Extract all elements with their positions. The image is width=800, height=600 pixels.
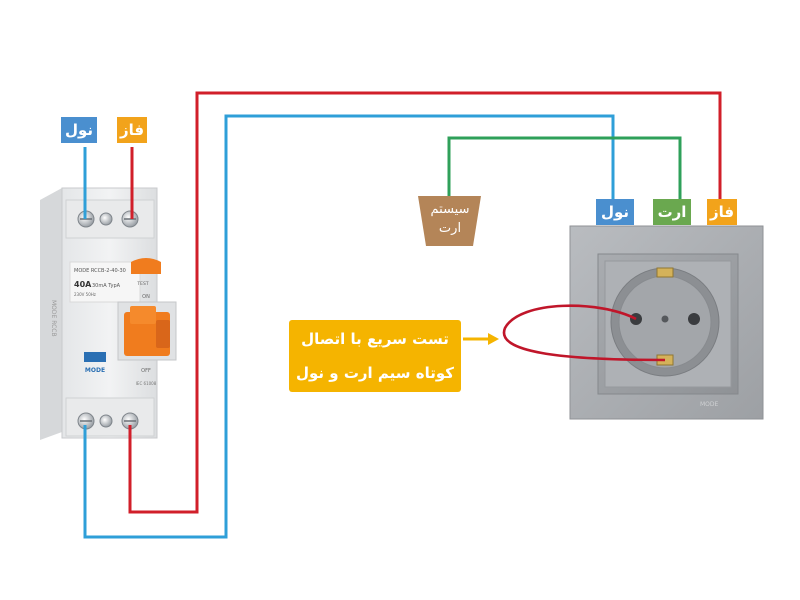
breaker-phase-label: فاز: [117, 117, 147, 143]
svg-text:MODE: MODE: [85, 367, 105, 374]
rating-text: 40A: [74, 280, 92, 289]
outlet-phase-label: فاز: [707, 199, 737, 225]
svg-text:TEST: TEST: [136, 281, 148, 287]
short-test-note: تست سریع با اتصال کوتاه سیم ارت و نول: [289, 320, 461, 392]
arrow-icon: [463, 333, 499, 345]
earth-system-line2: ارت: [438, 221, 462, 236]
socket-brand: MODE: [700, 401, 719, 408]
phase-wire: [128, 91, 722, 514]
earth-system-shape: [418, 196, 481, 246]
note-line2: کوتاه سیم ارت و نول: [296, 364, 454, 382]
svg-text:230V 50Hz: 230V 50Hz: [74, 292, 96, 297]
svg-text:30mA TypA: 30mA TypA: [92, 283, 121, 289]
outlet-earth-label: ارت: [653, 199, 691, 225]
earth-wire: [447, 136, 682, 200]
breaker-toggle[interactable]: [124, 306, 170, 356]
neutral-wire: [83, 114, 615, 539]
breaker-neutral-label: نول: [61, 117, 97, 143]
outlet-neutral-label: نول: [596, 199, 634, 225]
svg-text:MODE RCCB-2-40-30: MODE RCCB-2-40-30: [74, 268, 126, 274]
short-circuit-loop: [502, 304, 666, 362]
svg-text:OFF: OFF: [141, 368, 151, 374]
wall-socket: MODE: [569, 225, 764, 420]
svg-text:ON: ON: [142, 294, 150, 300]
svg-text:IEC 61008: IEC 61008: [136, 381, 157, 386]
earth-system-label: سیستم ارت: [421, 200, 479, 238]
mode-logo: MODE: [84, 352, 106, 374]
earth-system-line1: سیستم: [430, 202, 470, 217]
svg-text:MODE RCCB: MODE RCCB: [50, 300, 57, 337]
rcd-breaker: MODE RCCB-2-40-30 40A 30mA TypA 230V 50H…: [40, 187, 177, 440]
note-line1: تست سریع با اتصال: [301, 330, 449, 348]
